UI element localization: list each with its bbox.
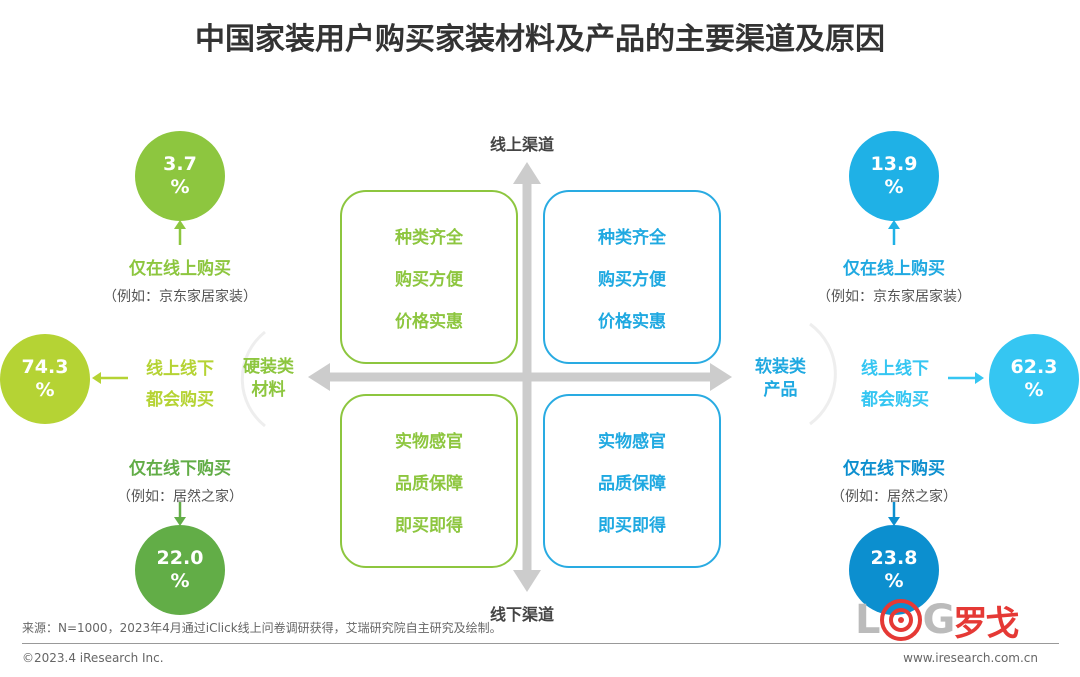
arrow-right-icon [710, 363, 732, 391]
hard-offline-only-example: （例如：居然之家） [117, 489, 243, 505]
source-note: 来源：N=1000，2023年4月通过iClick线上问卷调研获得，艾瑞研究院自… [22, 621, 502, 635]
axes [308, 162, 732, 592]
reason: 购买方便 [598, 269, 666, 290]
reason: 种类齐全 [598, 227, 666, 248]
reason: 即买即得 [598, 515, 666, 536]
footer-divider [22, 643, 1059, 644]
arrow-right-icon [948, 372, 984, 384]
soft-category: 软装类产品 [755, 357, 806, 400]
reason: 实物感官 [598, 431, 666, 452]
website: www.iresearch.com.cn [903, 651, 1038, 665]
arrow-up-icon [888, 220, 900, 245]
hard-offline-reasons: 实物感官 品质保障 即买即得 [340, 394, 518, 568]
axis-label-online: 线上渠道 [490, 135, 555, 154]
soft-offline-only-circle: 23.8% [849, 525, 939, 615]
reason: 价格实惠 [395, 311, 463, 332]
hard-category: 硬装类材料 [243, 357, 294, 400]
soft-offline-only-example: （例如：居然之家） [831, 489, 957, 505]
soft-both-circle: 62.3% [989, 334, 1079, 424]
arrow-up-icon [174, 220, 186, 245]
hard-offline-only-label: 仅在线下购买 [129, 459, 231, 479]
arc-decoration [240, 330, 266, 428]
arrow-left-icon [308, 363, 330, 391]
arc-decoration [809, 322, 837, 426]
hard-offline-only-circle: 22.0% [135, 525, 225, 615]
axis-label-offline: 线下渠道 [490, 605, 555, 624]
soft-online-only-label: 仅在线上购买 [843, 259, 945, 279]
arrow-down-icon [888, 502, 900, 526]
arrow-left-icon [92, 372, 128, 384]
hard-online-reasons: 种类齐全 购买方便 价格实惠 [340, 190, 518, 364]
arrow-down-icon [174, 502, 186, 526]
soft-online-only-circle: 13.9% [849, 131, 939, 221]
hard-online-only-example: （例如：京东家居家装） [103, 289, 257, 305]
hard-both-label: 线上线下都会购买 [146, 359, 214, 410]
soft-offline-only-label: 仅在线下购买 [843, 459, 945, 479]
target-icon [879, 599, 922, 641]
reason: 购买方便 [395, 269, 463, 290]
reason: 品质保障 [395, 473, 463, 494]
soft-online-reasons: 种类齐全 购买方便 价格实惠 [543, 190, 721, 364]
reason: 价格实惠 [598, 311, 666, 332]
copyright: ©2023.4 iResearch Inc. [22, 651, 164, 665]
arrow-down-icon [513, 570, 541, 592]
reason: 品质保障 [598, 473, 666, 494]
hard-both-circle: 74.3% [0, 334, 90, 424]
reason: 即买即得 [395, 515, 463, 536]
soft-online-only-example: （例如：京东家居家装） [817, 289, 971, 305]
hard-online-only-circle: 3.7% [135, 131, 225, 221]
soft-both-label: 线上线下都会购买 [861, 359, 929, 410]
arrow-up-icon [513, 162, 541, 184]
hard-online-only-label: 仅在线上购买 [129, 259, 231, 279]
reason: 实物感官 [395, 431, 463, 452]
soft-offline-reasons: 实物感官 品质保障 即买即得 [543, 394, 721, 568]
page-title: 中国家装用户购买家装材料及产品的主要渠道及原因 [195, 22, 885, 57]
reason: 种类齐全 [395, 227, 463, 248]
